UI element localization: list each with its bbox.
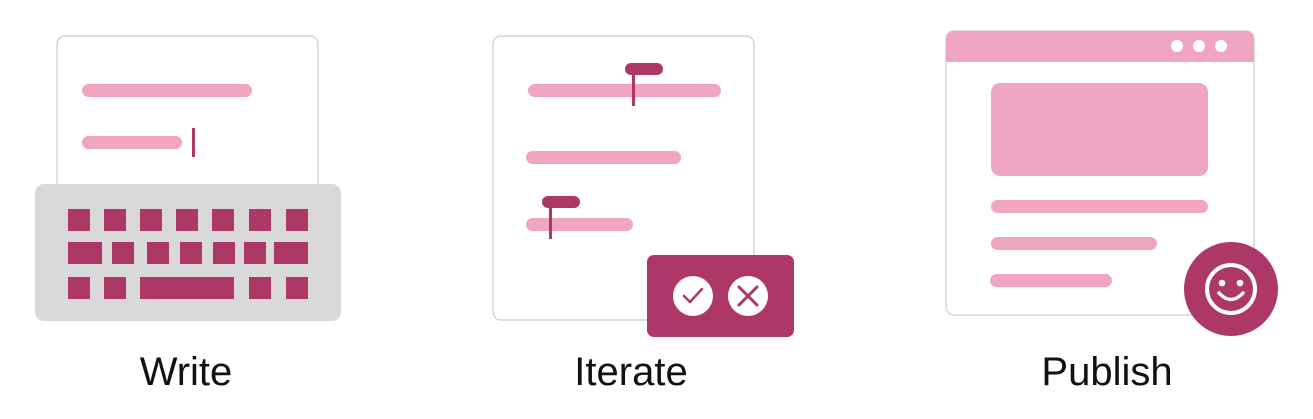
step-label-write: Write xyxy=(139,350,233,394)
key xyxy=(104,209,126,231)
write-document xyxy=(56,35,319,207)
publish-text-line-1 xyxy=(991,200,1208,213)
text-cursor-icon xyxy=(192,128,195,157)
window-dot-icon xyxy=(1215,40,1227,52)
write-text-line-2 xyxy=(82,136,182,149)
key xyxy=(104,277,126,299)
write-text-line-1 xyxy=(82,84,252,97)
spacebar-key xyxy=(140,277,234,299)
key xyxy=(140,209,162,231)
key xyxy=(274,242,308,264)
smiley-face-icon xyxy=(1184,242,1278,336)
key xyxy=(249,277,271,299)
key xyxy=(212,209,234,231)
key xyxy=(249,209,271,231)
key xyxy=(112,242,134,264)
key xyxy=(68,242,102,264)
step-label-iterate: Iterate xyxy=(574,350,688,394)
publish-text-line-3 xyxy=(990,274,1112,287)
publish-illustration xyxy=(945,30,1278,336)
iterate-text-line-3 xyxy=(526,218,633,231)
key xyxy=(286,209,308,231)
iterate-document xyxy=(492,35,755,321)
publish-text-line-2 xyxy=(991,237,1157,250)
key xyxy=(213,242,235,264)
window-dot-icon xyxy=(1193,40,1205,52)
key xyxy=(68,277,90,299)
reject-icon xyxy=(728,276,768,316)
key xyxy=(68,209,90,231)
key xyxy=(180,242,202,264)
write-illustration xyxy=(35,35,341,321)
key xyxy=(176,209,198,231)
window-dot-icon xyxy=(1171,40,1183,52)
hero-image-placeholder xyxy=(991,83,1208,176)
accept-icon xyxy=(673,276,713,316)
iterate-text-line-2 xyxy=(526,151,681,164)
review-panel xyxy=(647,255,794,337)
iterate-illustration xyxy=(492,35,794,337)
comment-marker-icon xyxy=(625,63,663,106)
key xyxy=(147,242,169,264)
keyboard-keys xyxy=(68,209,308,299)
iterate-text-line-1 xyxy=(528,84,721,97)
key xyxy=(244,242,266,264)
step-label-publish: Publish xyxy=(1041,350,1173,394)
browser-title-bar xyxy=(946,31,1254,62)
comment-marker-icon xyxy=(542,196,580,239)
key xyxy=(286,277,308,299)
